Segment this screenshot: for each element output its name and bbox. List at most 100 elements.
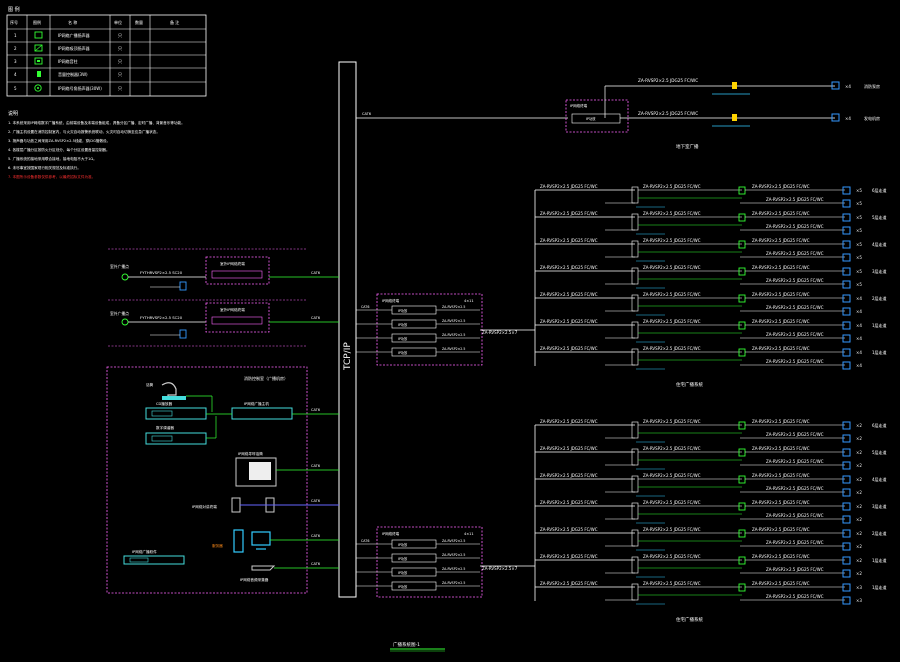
ceiling-speaker-icon[interactable] [738, 475, 746, 484]
microphone-icon[interactable] [161, 382, 182, 399]
feed-cable: ZA-RVSP2×2.5 JDG25 FC/WC [540, 346, 598, 351]
ceiling-speaker-icon[interactable] [738, 448, 746, 457]
volume-control-icon[interactable] [732, 114, 737, 121]
software-device-icon[interactable] [123, 555, 185, 565]
speaker-icon[interactable] [842, 475, 851, 484]
tuner-icon[interactable] [145, 432, 207, 445]
ceiling-speaker-icon[interactable] [738, 421, 746, 430]
ceiling-speaker-icon[interactable] [738, 556, 746, 565]
design-notes: 说明 1. 本系统采用IP网络数字广播系统，由前端设备及末端设备组成，具备分区广… [8, 110, 185, 179]
speaker-icon[interactable] [842, 461, 851, 470]
speaker-icon[interactable] [842, 334, 851, 343]
outdoor-terminal-box[interactable] [205, 302, 270, 333]
speaker-icon[interactable] [842, 515, 851, 524]
speaker-icon[interactable] [842, 253, 851, 262]
cat-label: CAT6 [311, 499, 320, 503]
speaker-icon[interactable] [842, 529, 851, 538]
cat-label: CAT6 [311, 534, 320, 538]
speaker-icon[interactable] [842, 267, 851, 276]
speaker-icon[interactable] [842, 294, 851, 303]
audio-collector-icon[interactable] [251, 565, 276, 571]
output-cable: ZA-RVSP2×2.5 [442, 347, 465, 351]
speaker-icon[interactable] [842, 448, 851, 457]
ceiling-speaker-icon[interactable] [738, 583, 746, 592]
speaker-icon[interactable] [842, 502, 851, 511]
legend-header-name: 名 称 [68, 19, 77, 25]
outdoor-sources: 室外广播点 FYTHRVSP2×2.5 SC20 室外IP网络终端 CAT6 室… [108, 248, 339, 347]
speaker-icon[interactable] [842, 583, 851, 592]
speaker-icon[interactable] [831, 81, 840, 90]
ip-terminal-upper[interactable]: IP网络终端 4×11 IP功放 IP功放 IP功放 IP功放 CAT6 ZA-… [356, 293, 535, 366]
cat-label: CAT6 [311, 464, 320, 468]
paging-microphone-icon[interactable] [235, 457, 277, 487]
speaker-icon[interactable] [842, 569, 851, 578]
speaker-count: ×5 [856, 228, 862, 233]
speaker-count: ×2 [856, 423, 862, 428]
speaker-icon[interactable] [842, 226, 851, 235]
section-caption: 住宅广播系统 [676, 381, 703, 388]
ip-terminal-box[interactable] [565, 99, 629, 133]
speaker-icon[interactable] [842, 421, 851, 430]
horn-speaker-icon[interactable] [121, 318, 129, 326]
speaker-icon[interactable] [842, 596, 851, 605]
speaker-icon[interactable] [842, 199, 851, 208]
speaker-icon[interactable] [842, 186, 851, 195]
volume-control-icon[interactable] [179, 329, 187, 339]
ceiling-speaker-icon[interactable] [738, 321, 746, 330]
branch-cable: ZA-RVSP2×2.5 JDG25 FC/WC [643, 292, 701, 297]
speaker-icon[interactable] [842, 556, 851, 565]
terminal-count: 4×11 [464, 532, 474, 536]
speaker-count: ×2 [856, 558, 862, 563]
ceiling-speaker-icon[interactable] [738, 529, 746, 538]
speaker-icon[interactable] [842, 348, 851, 357]
note-line: 6. 未尽事宜按国家现行相关规范及标准执行。 [8, 165, 81, 170]
volume-control-icon[interactable] [179, 281, 187, 291]
ceiling-speaker-icon[interactable] [738, 294, 746, 303]
legend-row-name: IP网络号角扬声器(30W) [58, 85, 102, 91]
cd-player-icon[interactable] [145, 407, 207, 420]
speaker-icon[interactable] [831, 113, 840, 122]
broadcast-host-icon[interactable] [231, 407, 293, 420]
speaker-icon[interactable] [842, 280, 851, 289]
speaker-icon[interactable] [842, 361, 851, 370]
speaker-icon[interactable] [842, 321, 851, 330]
volume-control-icon[interactable] [732, 82, 737, 89]
branch-cable: ZA-RVSP2×2.5 JDG25 FC/WC [643, 319, 701, 324]
ceiling-speaker-icon[interactable] [738, 240, 746, 249]
branch-cable: ZA-RVSP2×2.5 JDG25 FC/WC [766, 305, 824, 310]
legend-row-no: 5 [14, 86, 17, 91]
horn-speaker-icon[interactable] [121, 273, 129, 281]
ceiling-speaker-icon [34, 44, 43, 52]
intercom-icon[interactable] [231, 497, 241, 513]
speaker-count: ×2 [856, 571, 862, 576]
ceiling-speaker-icon[interactable] [738, 502, 746, 511]
monitor-icon[interactable] [251, 531, 271, 546]
speaker-count: ×2 [856, 544, 862, 549]
speaker-icon[interactable] [842, 307, 851, 316]
amplifier-label: IP功放 [398, 556, 408, 561]
speaker-count: ×5 [856, 282, 862, 287]
ip-terminal-lower[interactable]: IP网络终端 4×11 IP功放 IP功放 IP功放 IP功放 CAT6 ZA-… [356, 526, 535, 598]
feed-cable: ZA-RVSP2×2.5 JDG25 FC/WC [540, 527, 598, 532]
output-cable: ZA-RVSP2×2.5 [442, 581, 465, 585]
speaker-count: ×5 [856, 188, 862, 193]
speaker-icon[interactable] [842, 542, 851, 551]
legend-row-no: 1 [14, 33, 17, 38]
ceiling-speaker-icon[interactable] [738, 267, 746, 276]
legend-title: 图 例 [8, 6, 20, 13]
speaker-icon[interactable] [842, 434, 851, 443]
ceiling-speaker-icon[interactable] [738, 213, 746, 222]
branch-cable: ZA-RVSP2×2.5 JDG25 FC/WC [752, 527, 810, 532]
speaker-icon[interactable] [842, 213, 851, 222]
branch-cable: ZA-RVSP2×2.5 JDG25 FC/WC [766, 432, 824, 437]
ceiling-speaker-icon[interactable] [738, 348, 746, 357]
speaker-icon[interactable] [842, 240, 851, 249]
amplifier-label: IP功放 [398, 584, 408, 589]
server-icon[interactable] [233, 529, 244, 553]
ceiling-speaker-icon[interactable] [738, 186, 746, 195]
outdoor-terminal-box[interactable] [205, 256, 270, 285]
speaker-icon[interactable] [842, 488, 851, 497]
tcpip-backbone[interactable]: TCP/IP [338, 61, 357, 598]
